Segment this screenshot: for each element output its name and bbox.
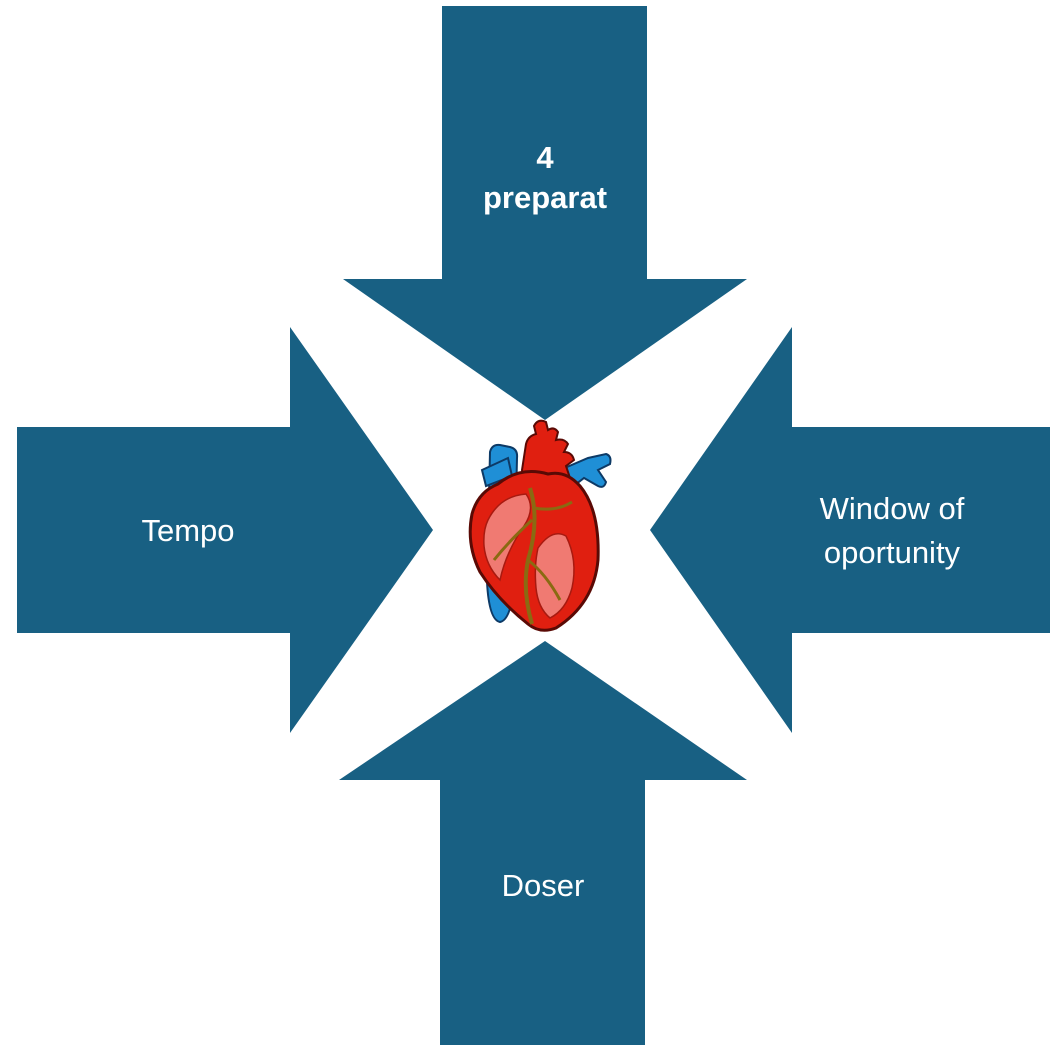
arrow-bottom: Doser: [339, 641, 747, 1045]
arrow-left-label: Tempo: [141, 513, 234, 548]
arrow-right-label-line1: Window of: [820, 491, 965, 526]
heart-icon: [470, 421, 610, 631]
arrow-left: Tempo: [17, 327, 433, 733]
arrow-bottom-shape: [339, 641, 747, 1045]
arrow-right: Window of oportunity: [650, 327, 1050, 733]
arrow-right-shape: [650, 327, 1050, 733]
arrow-right-label-line2: oportunity: [824, 535, 961, 570]
arrow-top-label-line1: 4: [536, 140, 554, 175]
arrow-top: 4 preparat: [343, 6, 747, 420]
arrow-top-label-line2: preparat: [483, 180, 607, 215]
arrow-bottom-label: Doser: [502, 868, 585, 903]
